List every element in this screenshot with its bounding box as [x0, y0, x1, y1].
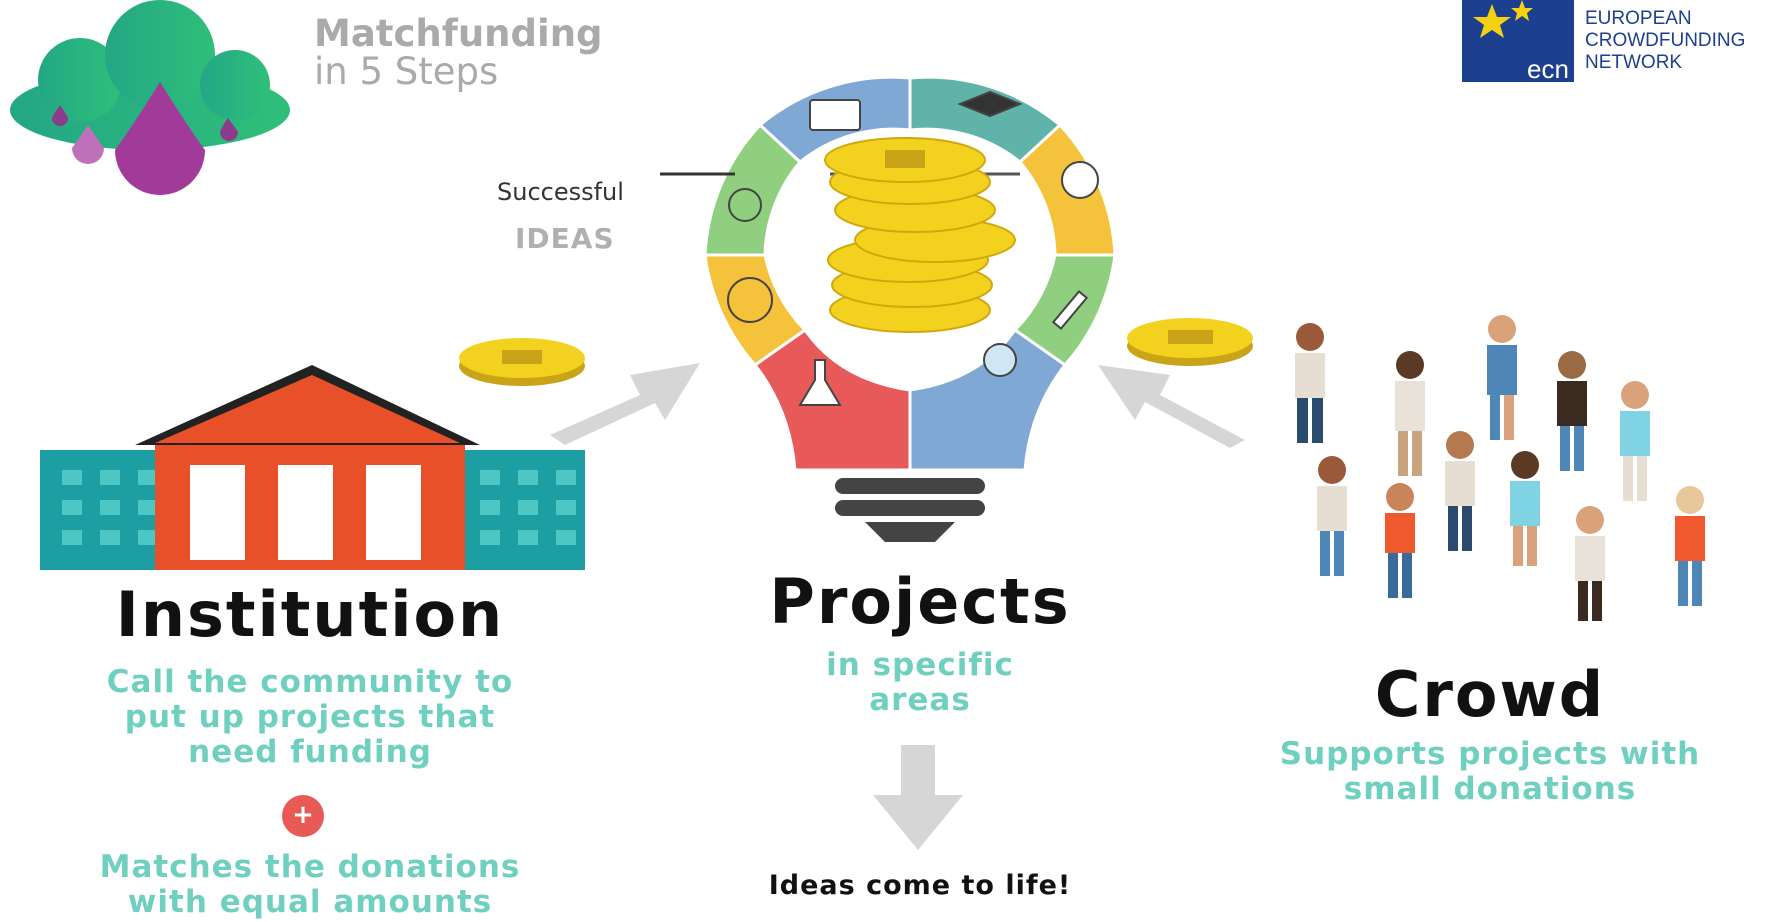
lightbulb-icon [1061, 161, 1099, 199]
institution-coin [459, 338, 585, 386]
book-icon [809, 99, 861, 131]
ecn-line: CROWDFUNDING [1585, 30, 1746, 51]
text-line: need funding [188, 734, 432, 770]
brand-subtitle: in 5 Steps [314, 50, 499, 93]
person-figure [1385, 483, 1415, 598]
person-figure [1557, 351, 1587, 471]
arrow-down-icon [873, 745, 963, 850]
matchfunding-cloud-logo [10, 0, 290, 195]
ecn-line: NETWORK [1585, 52, 1683, 73]
crowd-people-illustration [1295, 315, 1705, 621]
ideas-come-to-life-label: Ideas come to life! [768, 870, 1072, 901]
text-line: areas [869, 682, 971, 718]
institution-building-illustration [40, 365, 585, 570]
magnifier-icon [728, 188, 762, 222]
text-line: Supports projects with [1279, 736, 1701, 772]
crowd-heading: Crowd [1374, 658, 1606, 731]
person-figure [1510, 451, 1540, 566]
arrow-left-icon [1098, 365, 1245, 448]
text-line: small donations [1343, 771, 1637, 807]
institution-coin-icon [885, 150, 925, 168]
atom-icon [727, 277, 773, 323]
star-icon [1511, 0, 1533, 21]
ecn-flag-logo [1462, 0, 1574, 82]
person-figure [1395, 351, 1425, 476]
graduation-cap-icon [957, 90, 1023, 118]
coin-stack [824, 137, 1016, 333]
text-line: put up projects that [124, 699, 496, 735]
institution-heading: Institution [115, 578, 505, 651]
lightbulb-ideas-illustration [660, 75, 1117, 542]
projects-description: in specific areas [740, 648, 1100, 718]
person-figure [1317, 456, 1347, 576]
globe-icon [983, 343, 1017, 377]
star-icon [1473, 4, 1511, 38]
crowd-description: Supports projects with small donations [1225, 737, 1755, 807]
person-figure [1575, 506, 1605, 621]
arrow-right-icon [550, 363, 700, 445]
ecn-abbreviation: ecn [1527, 54, 1569, 84]
ecn-network-name: EUROPEAN CROWDFUNDING NETWORK [1585, 8, 1745, 74]
plus-badge: + [282, 795, 324, 837]
text-line: with equal amounts [127, 884, 493, 920]
person-figure [1620, 381, 1650, 501]
text-line: Matches the donations [99, 849, 521, 885]
ecn-line: EUROPEAN [1585, 8, 1692, 29]
text-line: in specific [826, 647, 1014, 683]
flask-icon [798, 359, 842, 406]
pen-icon [1051, 290, 1089, 330]
institution-match-description: Matches the donations with equal amounts [40, 850, 580, 920]
crowd-coin [1127, 318, 1253, 366]
projects-heading: Projects [769, 565, 1071, 638]
person-figure [1675, 486, 1705, 606]
text-line: Call the community to [106, 664, 514, 700]
person-figure [1295, 323, 1325, 443]
ideas-label: IDEAS [515, 222, 615, 255]
person-figure [1487, 315, 1517, 440]
person-figure [1445, 431, 1475, 551]
brand-title: Matchfunding [314, 12, 603, 55]
institution-description: Call the community to put up projects th… [40, 665, 580, 770]
successful-label: Successful [497, 178, 624, 206]
